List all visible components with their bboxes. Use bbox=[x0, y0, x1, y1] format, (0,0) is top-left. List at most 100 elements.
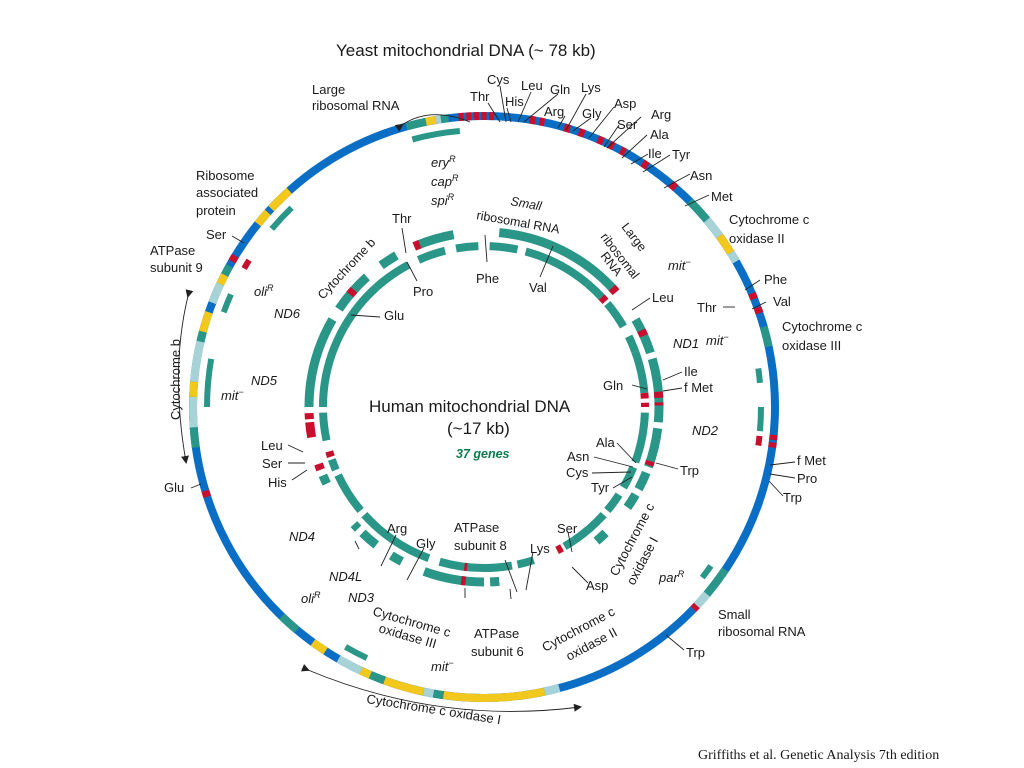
yeast-arg2-label: Arg bbox=[651, 107, 671, 122]
yeast-atpase9-label: subunit 9 bbox=[150, 260, 203, 275]
yeast-outer-segment bbox=[668, 181, 679, 192]
ery-marker: eryR bbox=[431, 154, 456, 170]
human-cys-label: Cys bbox=[566, 465, 589, 480]
yeast-outer-segment bbox=[189, 396, 198, 428]
human-inner-segment bbox=[373, 261, 411, 291]
human-inner-segment bbox=[455, 242, 479, 253]
span-arrows bbox=[178, 114, 582, 712]
yeast-outer-segment bbox=[368, 671, 386, 685]
yeast-cys-label: Cys bbox=[487, 72, 510, 87]
yeast-outer-segment bbox=[359, 667, 372, 679]
yeast-outer-segment bbox=[686, 198, 710, 223]
human-inner-segment bbox=[631, 412, 649, 464]
yeast-trp-label: Trp bbox=[783, 490, 802, 505]
yeast-phe-label: Phe bbox=[764, 272, 787, 287]
human-inner-segment bbox=[489, 242, 519, 254]
yeast-outer-segment bbox=[640, 159, 650, 170]
yeast-ile-label: Ile bbox=[648, 146, 662, 161]
human-inner-segment bbox=[584, 280, 607, 302]
yeast-cox2-label: Cytochrome c bbox=[729, 212, 810, 227]
yeast-outer-segment bbox=[254, 209, 271, 227]
yeast-cox3-label: oxidase III bbox=[782, 338, 841, 353]
human-ala-label: Ala bbox=[596, 435, 616, 450]
yeast-outer-segment bbox=[538, 117, 546, 127]
yeast-gln-label: Gln bbox=[550, 82, 570, 97]
human-trp-label: Trp bbox=[680, 463, 699, 478]
human-outer-segment bbox=[498, 228, 618, 293]
human-nd5-label: ND5 bbox=[251, 373, 278, 388]
yeast-outer-segment bbox=[383, 676, 425, 696]
yeast-inner-segment bbox=[220, 293, 234, 314]
yeast-cox3-label: Cytochrome c bbox=[782, 319, 863, 334]
yeast-inner-segment bbox=[343, 644, 369, 661]
yeast-inner-segment bbox=[755, 368, 763, 384]
yeast-ala-label: Ala bbox=[650, 127, 670, 142]
human-inner-segment bbox=[389, 535, 431, 563]
human-outer-ring bbox=[304, 228, 664, 587]
human-inner-segment bbox=[341, 284, 380, 329]
yeast-outer-segment bbox=[405, 117, 427, 131]
yeast-inner-segment bbox=[269, 205, 294, 231]
human-inner-segment bbox=[438, 557, 513, 572]
human-glu-label: Glu bbox=[384, 308, 404, 323]
yeast-small-rrna-label: Small bbox=[718, 607, 751, 622]
yeast-his-label: His bbox=[505, 94, 524, 109]
yeast-inner-segment bbox=[699, 564, 714, 580]
yeast-gly-label: Gly bbox=[582, 106, 602, 121]
human-his-label: His bbox=[268, 475, 287, 490]
yeast-inner-ring bbox=[204, 128, 765, 661]
yeast-outer-segment bbox=[199, 310, 213, 333]
oli-marker-2: oliR bbox=[301, 590, 321, 606]
human-small-rrna-label: Small bbox=[509, 194, 543, 213]
yeast-outer-segment bbox=[607, 140, 616, 151]
yeast-outer-segment bbox=[759, 325, 773, 348]
par-marker: parR bbox=[658, 569, 685, 585]
yeast-outer-segment bbox=[577, 128, 586, 138]
yeast-val-label: Val bbox=[773, 294, 791, 309]
yeast-outer-segment bbox=[208, 282, 224, 305]
human-inner-segment bbox=[604, 300, 627, 329]
yeast-rib-label: protein bbox=[196, 203, 236, 218]
human-outer-segment bbox=[304, 317, 337, 408]
human-inner-segment bbox=[319, 324, 349, 408]
human-inner-ring bbox=[319, 242, 649, 572]
yeast-outer-segment bbox=[690, 602, 700, 612]
yeast-inner-segment bbox=[204, 358, 215, 408]
human-inner-segment bbox=[327, 458, 340, 472]
human-inner-segment bbox=[555, 544, 564, 555]
human-outer-segment bbox=[422, 567, 485, 587]
yeast-large-rrna-label: Large bbox=[312, 82, 345, 97]
citation: Griffiths et al. Genetic Analysis 7th ed… bbox=[698, 748, 939, 763]
yeast-small-rrna-label: ribosomal RNA bbox=[718, 624, 806, 639]
human-labels: Small ribosomal RNA Large ribosomal RNA … bbox=[251, 194, 719, 663]
human-outer-segment bbox=[460, 576, 467, 586]
human-outer-segment bbox=[359, 529, 380, 549]
human-inner-segment bbox=[416, 246, 447, 264]
yeast-rib-label: associated bbox=[196, 185, 258, 200]
human-outer-segment bbox=[623, 492, 640, 510]
yeast-thr-label: Thr bbox=[470, 89, 490, 104]
yeast-large-rrna-label: ribosomal RNA bbox=[312, 98, 400, 113]
human-inner-segment bbox=[524, 247, 591, 287]
human-outer-segment bbox=[378, 251, 399, 270]
gene-count: 37 genes bbox=[456, 447, 510, 461]
yeast-outer-segment bbox=[189, 427, 200, 449]
yeast-outer-segment bbox=[422, 687, 435, 698]
yeast-ser2-label: Ser bbox=[206, 227, 227, 242]
yeast-outer-segment bbox=[310, 639, 328, 655]
human-outer-segment bbox=[412, 239, 422, 251]
human-outer-segment bbox=[634, 470, 651, 492]
yeast-outer-segment bbox=[279, 613, 300, 633]
yeast-outer-segment bbox=[435, 115, 442, 124]
yeast-outer-segment bbox=[753, 306, 764, 315]
yeast-lys-label: Lys bbox=[581, 80, 601, 95]
human-inner-segment bbox=[516, 556, 535, 569]
yeast-fmet-label: f Met bbox=[797, 453, 826, 468]
yeast-outer-segment bbox=[189, 381, 199, 397]
yeast-leu-label: Leu bbox=[521, 78, 543, 93]
yeast-outer-segment bbox=[528, 115, 537, 125]
yeast-outer-segment bbox=[596, 135, 605, 146]
human-inner-segment bbox=[619, 465, 637, 490]
human-outer-segment bbox=[314, 462, 325, 472]
